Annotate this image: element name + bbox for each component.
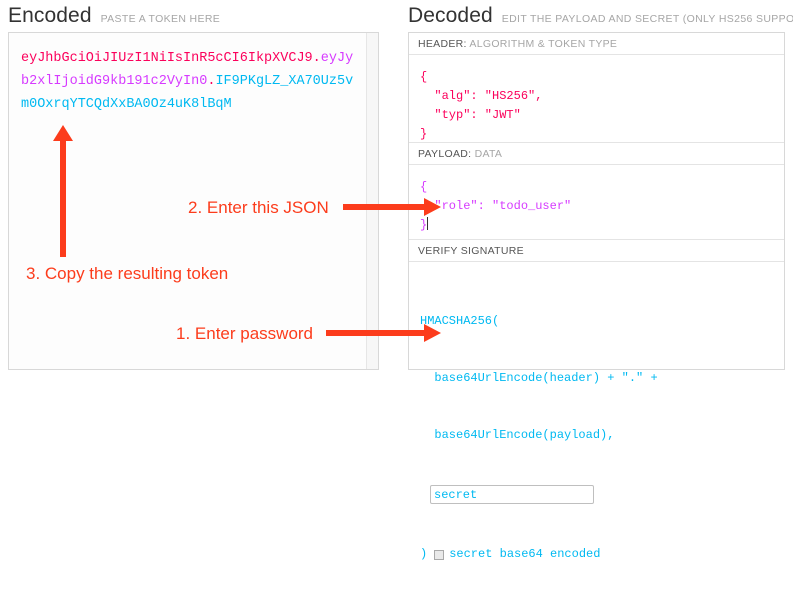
header-section-label-muted: ALGORITHM & TOKEN TYPE bbox=[469, 38, 618, 50]
text-caret bbox=[427, 217, 429, 230]
base64-encoded-checkbox[interactable] bbox=[434, 549, 445, 560]
annotation-step-1-arrow-icon bbox=[326, 324, 441, 342]
annotation-step-2-arrow-icon bbox=[343, 198, 441, 216]
jwt-separator-1: . bbox=[312, 51, 321, 66]
payload-section-label: PAYLOAD: DATA bbox=[409, 143, 784, 165]
annotation-step-3-arrow-icon bbox=[53, 125, 73, 257]
decoded-header-section: HEADER: ALGORITHM & TOKEN TYPE { "alg": … bbox=[409, 33, 784, 143]
jwt-separator-2: . bbox=[207, 74, 216, 89]
encoded-token-panel[interactable]: eyJhbGciOiJIUzI1NiIsInR5cCI6IkpXVCJ9.eyJ… bbox=[8, 32, 379, 370]
payload-section-label-muted: DATA bbox=[474, 148, 503, 160]
decoded-verify-signature-section: VERIFY SIGNATURE HMACSHA256( base64UrlEn… bbox=[409, 240, 784, 561]
payload-section-label-strong: PAYLOAD: bbox=[418, 148, 472, 160]
encoded-title: Encoded bbox=[8, 4, 92, 27]
base64-checkbox-label[interactable]: secret base64 encoded bbox=[449, 547, 601, 561]
decoded-panel: HEADER: ALGORITHM & TOKEN TYPE { "alg": … bbox=[408, 32, 785, 561]
annotation-step-2-label: 2. Enter this JSON bbox=[188, 198, 329, 217]
encoded-panel-scrollbar[interactable] bbox=[366, 33, 378, 369]
verify-section-label-strong: VERIFY SIGNATURE bbox=[418, 245, 524, 257]
payload-json-editor[interactable]: { "role": "todo_user" } bbox=[409, 165, 784, 240]
decoded-column-header: Decoded EDIT THE PAYLOAD AND SECRET (ONL… bbox=[408, 4, 793, 28]
annotation-step-1-label: 1. Enter password bbox=[176, 324, 314, 343]
header-json-editor[interactable]: { "alg": "HS256", "typ": "JWT" } bbox=[409, 55, 784, 143]
verify-close-row: ) secret base64 encoded bbox=[420, 545, 784, 564]
secret-input[interactable] bbox=[430, 485, 594, 504]
encoded-column-header: Encoded PASTE A TOKEN HERE bbox=[8, 4, 220, 28]
verify-signature-body: HMACSHA256( base64UrlEncode(header) + ".… bbox=[409, 262, 784, 561]
hmac-line-1: HMACSHA256( bbox=[420, 314, 500, 328]
encoded-subtitle: PASTE A TOKEN HERE bbox=[100, 13, 221, 25]
jwt-signature-segment: IF9PKgLZ_XA70Uz5vm0OxrqYTCQdXxBA0Oz4uK8l… bbox=[21, 74, 354, 112]
decoded-payload-section: PAYLOAD: DATA { "role": "todo_user" } bbox=[409, 143, 784, 240]
jwt-token-text[interactable]: eyJhbGciOiJIUzI1NiIsInR5cCI6IkpXVCJ9.eyJ… bbox=[21, 47, 361, 116]
verify-section-label: VERIFY SIGNATURE bbox=[409, 240, 784, 262]
hmac-close-paren: ) bbox=[420, 547, 428, 561]
decoded-title: Decoded bbox=[408, 4, 493, 27]
payload-json-text: { "role": "todo_user" } bbox=[420, 180, 572, 232]
annotation-step-3-label: 3. Copy the resulting token bbox=[26, 264, 229, 283]
hmac-line-2: base64UrlEncode(header) + "." + bbox=[420, 371, 658, 385]
header-section-label-strong: HEADER: bbox=[418, 38, 467, 50]
jwt-header-segment: eyJhbGciOiJIUzI1NiIsInR5cCI6IkpXVCJ9 bbox=[21, 51, 313, 66]
jwt-payload-segment: eyJyb2xlIjoidG9kb191c2VyIn0 bbox=[21, 51, 354, 89]
decoded-subtitle: EDIT THE PAYLOAD AND SECRET (ONLY HS256 … bbox=[501, 13, 793, 25]
hmac-line-3: base64UrlEncode(payload), bbox=[420, 428, 615, 442]
header-section-label: HEADER: ALGORITHM & TOKEN TYPE bbox=[409, 33, 784, 55]
